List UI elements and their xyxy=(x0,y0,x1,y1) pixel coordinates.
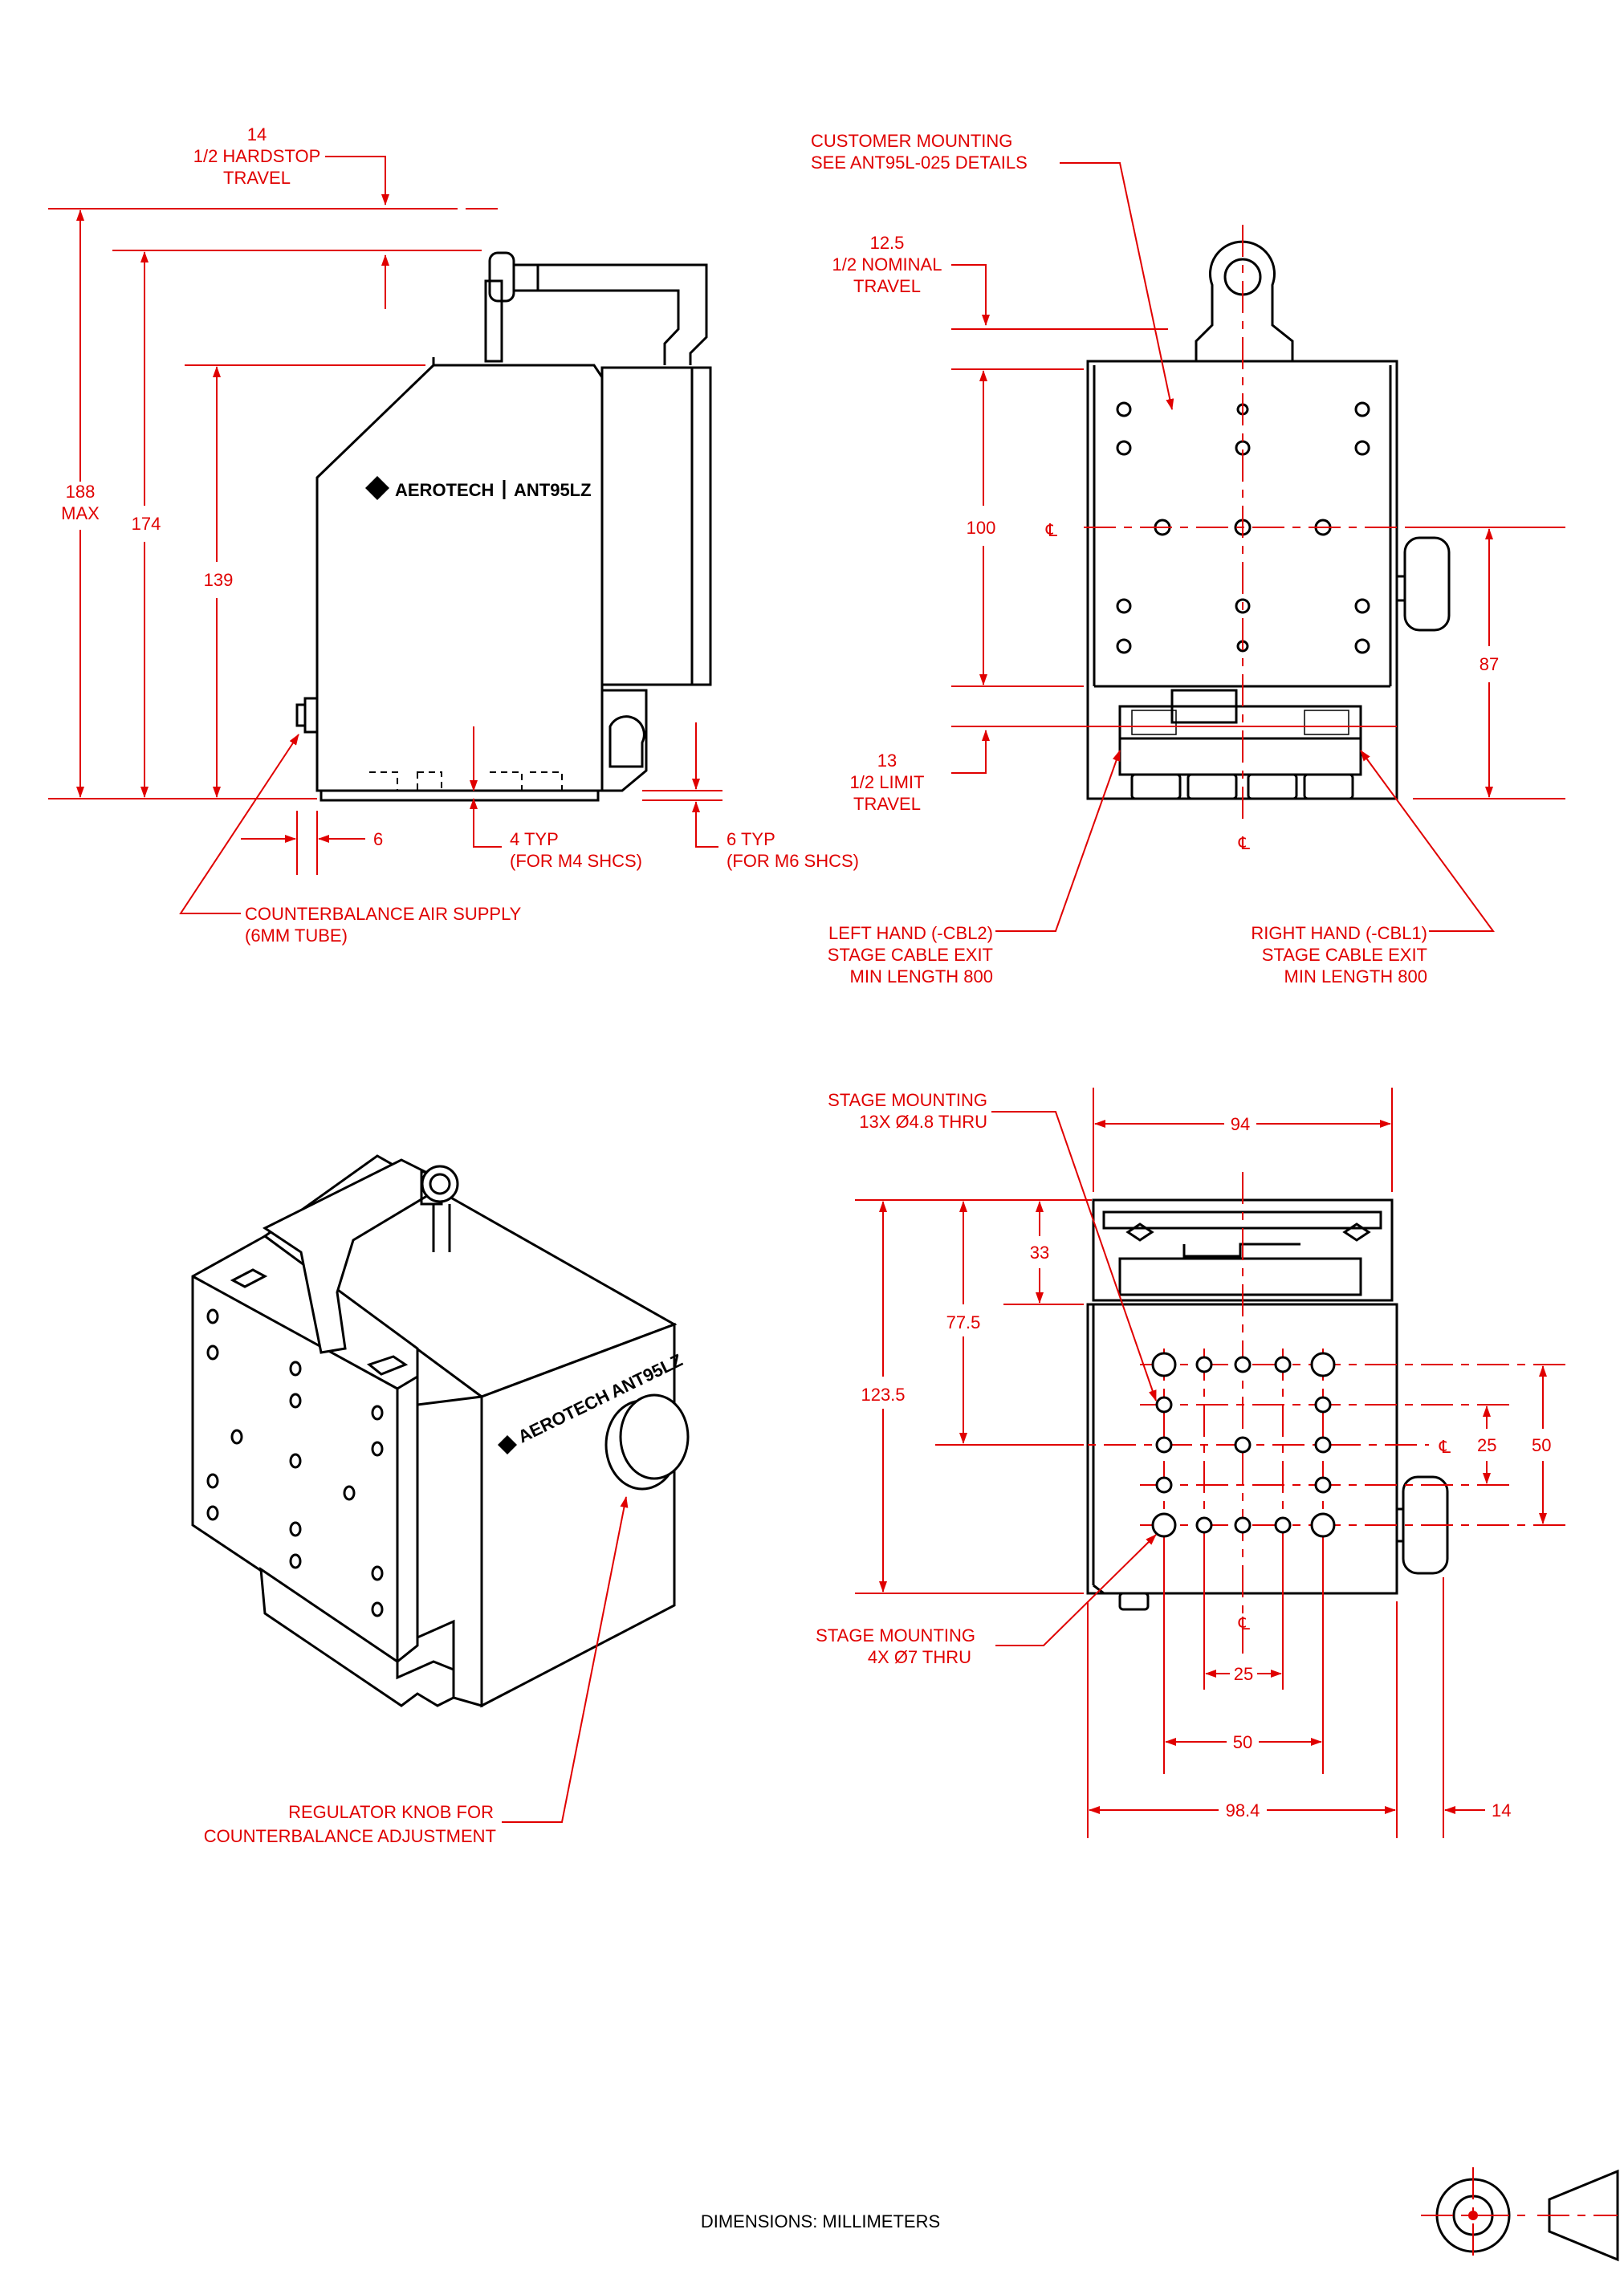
m4-value: 4 TYP xyxy=(510,829,559,849)
side-view: AEROTECH ANT95LZ 14 1/2 HARDSTOP TRAVEL … xyxy=(48,124,859,946)
side-logo-model: ANT95LZ xyxy=(514,480,592,500)
dim-100: 100 xyxy=(967,518,996,538)
m6-value: 6 TYP xyxy=(727,829,775,849)
right-hand-length: MIN LENGTH 800 xyxy=(1284,966,1428,987)
stage-mount-13-label: STAGE MOUNTING xyxy=(828,1090,987,1110)
dim-123-5: 123.5 xyxy=(861,1385,905,1405)
nominal-travel: TRAVEL xyxy=(853,276,921,296)
stage-mount-13-spec: 13X Ø4.8 THRU xyxy=(859,1112,987,1132)
regulator-label: REGULATOR KNOB FOR xyxy=(288,1802,494,1822)
right-hand-label: RIGHT HAND (-CBL1) xyxy=(1251,923,1427,943)
overall-188: 188 xyxy=(66,482,96,502)
dim-87: 87 xyxy=(1480,654,1499,674)
hardstop-travel: TRAVEL xyxy=(223,168,291,188)
dim-50-horizontal: 50 xyxy=(1233,1732,1252,1752)
customer-mounting-label: CUSTOMER MOUNTING xyxy=(811,131,1012,151)
nominal-label: 1/2 NOMINAL xyxy=(832,254,942,275)
nominal-value: 12.5 xyxy=(870,233,905,253)
dim-6: 6 xyxy=(373,829,383,849)
bottom-holes xyxy=(1151,1352,1336,1538)
front-holes xyxy=(1116,401,1370,654)
iso-view: AEROTECH ANT95LZ REGULATOR KNOB FOR COUN… xyxy=(191,1154,690,1846)
iso-holes xyxy=(206,1308,384,1617)
stage-mount-4-label: STAGE MOUNTING xyxy=(816,1625,975,1646)
customer-mounting-ref: SEE ANT95L-025 DETAILS xyxy=(811,153,1028,173)
dim-50-vertical: 50 xyxy=(1532,1435,1551,1455)
left-hand-label: LEFT HAND (-CBL2) xyxy=(828,923,993,943)
front-centerline-v: ℄ xyxy=(1238,833,1251,853)
third-angle-projection-icon xyxy=(1421,2167,1619,2264)
dim-139: 139 xyxy=(204,570,234,590)
limit-travel: TRAVEL xyxy=(853,794,921,814)
front-centerline-h: ℄ xyxy=(1045,520,1058,540)
dim-77-5: 77.5 xyxy=(946,1312,981,1332)
overall-max: MAX xyxy=(61,503,100,523)
dim-25-vertical: 25 xyxy=(1477,1435,1496,1455)
regulator-purpose: COUNTERBALANCE ADJUSTMENT xyxy=(204,1826,496,1846)
air-supply-label: COUNTERBALANCE AIR SUPPLY xyxy=(245,904,522,924)
limit-label: 1/2 LIMIT xyxy=(850,772,925,792)
dim-174: 174 xyxy=(132,514,161,534)
right-hand-exit: STAGE CABLE EXIT xyxy=(1262,945,1427,965)
hardstop-value: 14 xyxy=(247,124,267,144)
dim-94: 94 xyxy=(1231,1114,1250,1134)
stage-mount-4-spec: 4X Ø7 THRU xyxy=(868,1647,971,1667)
front-view: ℄ ℄ CUSTOMER MOUNTING SEE ANT95L-025 DET… xyxy=(811,131,1565,987)
side-logo-brand: AEROTECH xyxy=(395,480,494,500)
m4-label: (FOR M4 SHCS) xyxy=(510,851,642,871)
bottom-centerline-v: ℄ xyxy=(1238,1613,1251,1633)
air-supply-tube: (6MM TUBE) xyxy=(245,925,348,946)
limit-value: 13 xyxy=(877,751,897,771)
m6-label: (FOR M6 SHCS) xyxy=(727,851,859,871)
left-hand-length: MIN LENGTH 800 xyxy=(850,966,994,987)
dim-33: 33 xyxy=(1030,1243,1049,1263)
dim-14: 14 xyxy=(1492,1800,1511,1820)
hardstop-label: 1/2 HARDSTOP xyxy=(193,146,321,166)
dim-98-4: 98.4 xyxy=(1226,1800,1260,1820)
left-hand-exit: STAGE CABLE EXIT xyxy=(828,945,993,965)
dim-25-horizontal: 25 xyxy=(1234,1664,1253,1684)
bottom-view: ℄ ℄ STAGE MOUNTING 13X Ø4.8 THRU 94 33 7… xyxy=(816,1088,1573,1838)
bottom-centerline-h: ℄ xyxy=(1439,1437,1451,1457)
units-note: DIMENSIONS: MILLIMETERS xyxy=(701,2211,940,2231)
